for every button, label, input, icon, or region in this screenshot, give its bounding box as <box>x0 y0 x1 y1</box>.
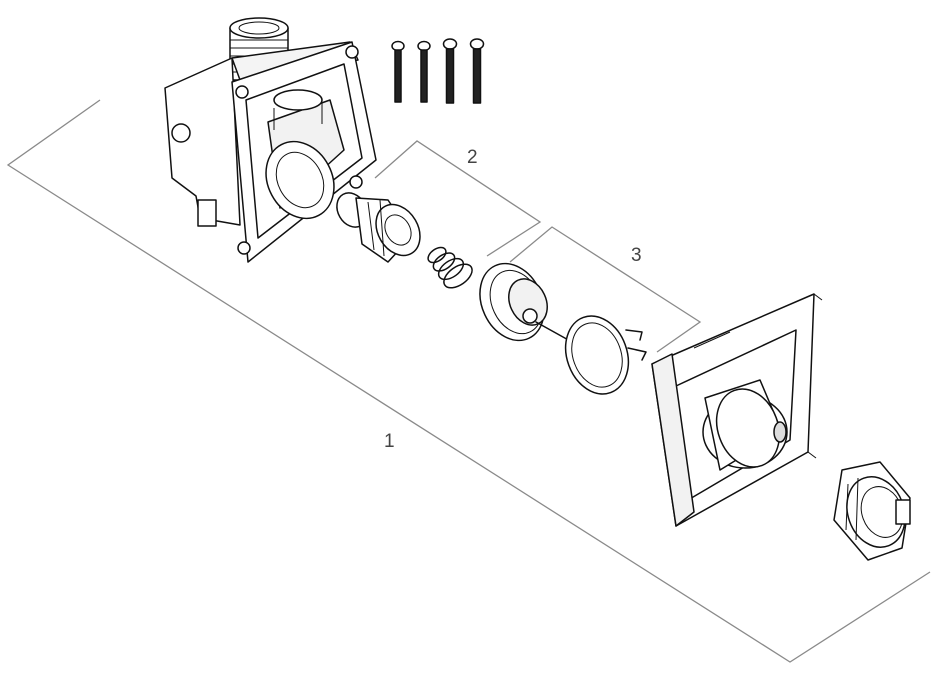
thermostatic-element <box>479 262 591 353</box>
callout-2: 2 <box>467 147 478 168</box>
bracket-3 <box>509 226 702 353</box>
trim-frame <box>651 293 823 527</box>
rough-in-valve-body <box>164 17 377 263</box>
screw <box>391 40 405 103</box>
retaining-ring <box>564 315 647 395</box>
mounting-screws <box>391 38 485 104</box>
screw <box>442 38 458 104</box>
bracket-1 <box>6 99 931 663</box>
callout-3: 3 <box>631 245 642 266</box>
callout-1: 1 <box>384 431 395 452</box>
bracket-2 <box>374 140 542 257</box>
trim-cup <box>702 379 788 471</box>
screw <box>417 40 431 103</box>
valve-cartridge <box>336 192 421 263</box>
screw <box>469 38 485 104</box>
cover-nut <box>833 461 911 561</box>
spring <box>427 246 473 289</box>
